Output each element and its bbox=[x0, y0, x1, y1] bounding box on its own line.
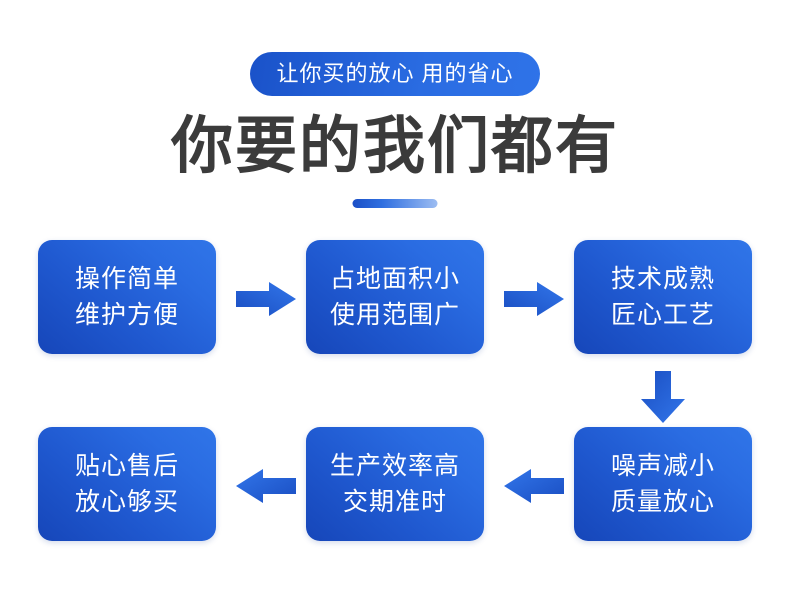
flow-card-1: 操作简单 维护方便 bbox=[38, 240, 216, 354]
flow-card-2: 占地面积小 使用范围广 bbox=[306, 240, 484, 354]
flow-card-3-line2: 匠心工艺 bbox=[610, 301, 715, 329]
flow-card-1-line2: 维护方便 bbox=[74, 301, 179, 329]
flow-card-5: 生产效率高 交期准时 bbox=[306, 427, 484, 541]
flow-card-4-line2: 质量放心 bbox=[610, 488, 715, 516]
flow-card-2-line1: 占地面积小 bbox=[329, 265, 460, 293]
flow-card-4-line1: 噪声减小 bbox=[610, 452, 715, 480]
flow-card-4: 噪声减小 质量放心 bbox=[574, 427, 752, 541]
arrow-down-icon bbox=[641, 371, 685, 423]
arrow-right-icon bbox=[236, 282, 296, 316]
flow-card-6-line2: 放心够买 bbox=[74, 488, 179, 516]
flow-card-3: 技术成熟 匠心工艺 bbox=[574, 240, 752, 354]
flow-card-3-line1: 技术成熟 bbox=[610, 265, 715, 293]
flow-card-6: 贴心售后 放心够买 bbox=[38, 427, 216, 541]
flow-card-5-line1: 生产效率高 bbox=[329, 452, 460, 480]
page-title: 你要的我们都有 bbox=[170, 112, 619, 181]
arrow-left-icon bbox=[236, 469, 296, 503]
flow-card-2-line2: 使用范围广 bbox=[329, 301, 460, 329]
badge-row: 让你买的放心 用的省心 bbox=[0, 52, 790, 96]
flow-card-1-line1: 操作简单 bbox=[74, 265, 179, 293]
arrow-right-icon bbox=[504, 282, 564, 316]
flow-card-6-line1: 贴心售后 bbox=[74, 452, 179, 480]
tagline-badge: 让你买的放心 用的省心 bbox=[250, 52, 540, 96]
flow-card-5-line2: 交期准时 bbox=[342, 488, 447, 516]
arrow-left-icon bbox=[504, 469, 564, 503]
title-underline-divider bbox=[352, 199, 438, 208]
